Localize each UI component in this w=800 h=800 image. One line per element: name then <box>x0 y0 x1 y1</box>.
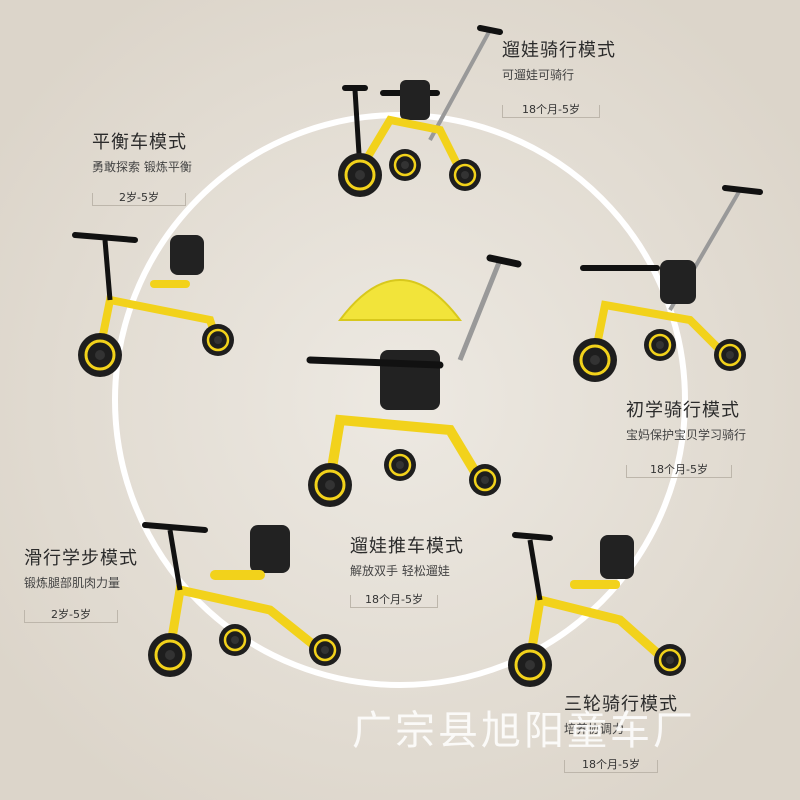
bike-scoot-walk <box>142 522 343 679</box>
mode-title: 平衡车模式 <box>92 132 187 153</box>
mode-subtitle: 宝妈保护宝贝学习骑行 <box>626 428 747 442</box>
trike-stroller-ride <box>336 25 503 199</box>
bike-balance <box>72 232 236 379</box>
mode-age: 18个月-5岁 <box>564 759 658 773</box>
trike-tricycle <box>506 532 688 689</box>
mode-age: 18个月-5岁 <box>350 594 438 608</box>
trike-push-stroller <box>306 254 522 509</box>
mode-tricycle: 三轮骑行模式 培养协调力 <box>564 690 678 737</box>
mode-push-stroller: 遛娃推车模式 解放双手 轻松遛娃 <box>350 532 464 579</box>
mode-title: 遛娃推车模式 <box>350 536 464 557</box>
mode-title: 初学骑行模式 <box>626 400 740 421</box>
mode-subtitle: 解放双手 轻松遛娃 <box>350 564 450 578</box>
mode-scoot-walk: 滑行学步模式 锻炼腿部肌肉力量 <box>24 544 138 591</box>
mode-subtitle: 培养协调力 <box>564 722 625 736</box>
mode-circle <box>112 112 688 688</box>
mode-age: 2岁-5岁 <box>24 609 118 623</box>
mode-title: 滑行学步模式 <box>24 548 138 569</box>
mode-balance: 平衡车模式 勇敢探索 锻炼平衡 <box>92 128 192 175</box>
trike-beginner <box>571 185 763 384</box>
mode-age: 2岁-5岁 <box>92 192 186 206</box>
mode-subtitle: 锻炼腿部肌肉力量 <box>24 576 121 590</box>
mode-subtitle: 勇敢探索 锻炼平衡 <box>92 160 192 174</box>
mode-title: 遛娃骑行模式 <box>502 40 616 61</box>
watermark: 广宗县旭阳童车厂 <box>352 708 696 754</box>
mode-title: 三轮骑行模式 <box>564 694 678 715</box>
mode-beginner: 初学骑行模式 宝妈保护宝贝学习骑行 <box>626 396 746 443</box>
mode-age: 18个月-5岁 <box>502 104 600 118</box>
mode-stroller-ride: 遛娃骑行模式 可遛娃可骑行 <box>502 36 616 83</box>
mode-subtitle: 可遛娃可骑行 <box>502 68 575 82</box>
mode-age: 18个月-5岁 <box>626 464 732 478</box>
